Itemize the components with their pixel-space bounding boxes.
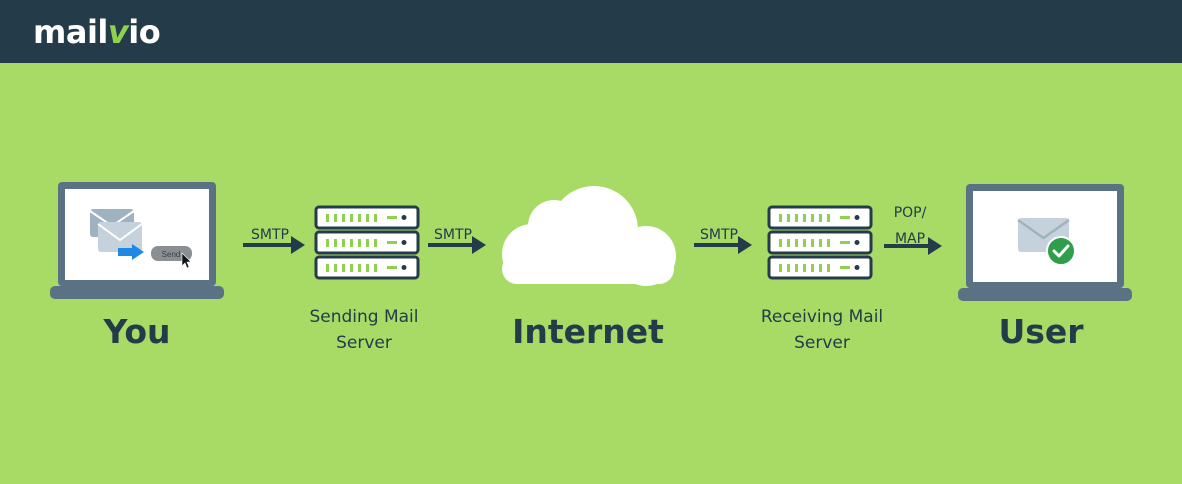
cloud-icon: [498, 184, 678, 286]
arrow-right-icon: [243, 234, 307, 256]
node-label-sending-server: Sending Mail Server: [309, 307, 419, 353]
mailvio-logo[interactable]: mailvio: [33, 13, 161, 51]
sender-laptop: Send: [50, 182, 224, 302]
header-bar: mailvio: [0, 0, 1182, 63]
node-label-internet: Internet: [512, 312, 664, 351]
node-label-receiving-server: Receiving Mail Server: [760, 307, 884, 353]
protocol-label-4: POP/ MAP: [893, 205, 927, 247]
protocol-label-2: SMTP: [434, 227, 472, 243]
arrow-right-icon: [694, 234, 758, 256]
protocol-label-3: SMTP: [700, 227, 738, 243]
receiving-server-icon: [767, 205, 873, 281]
recipient-laptop: [958, 184, 1132, 304]
cursor-icon: [181, 252, 192, 269]
send-button-label: Send: [162, 250, 181, 259]
send-arrow-icon: [118, 244, 144, 260]
check-icon: [1046, 236, 1076, 266]
node-label-you: You: [103, 312, 171, 351]
envelope-icon: [89, 209, 143, 252]
arrow-right-icon: [884, 235, 948, 257]
sending-server-icon: [314, 205, 420, 281]
node-label-user: User: [998, 312, 1084, 351]
arrow-right-icon: [428, 234, 492, 256]
protocol-label-1: SMTP: [251, 227, 289, 243]
